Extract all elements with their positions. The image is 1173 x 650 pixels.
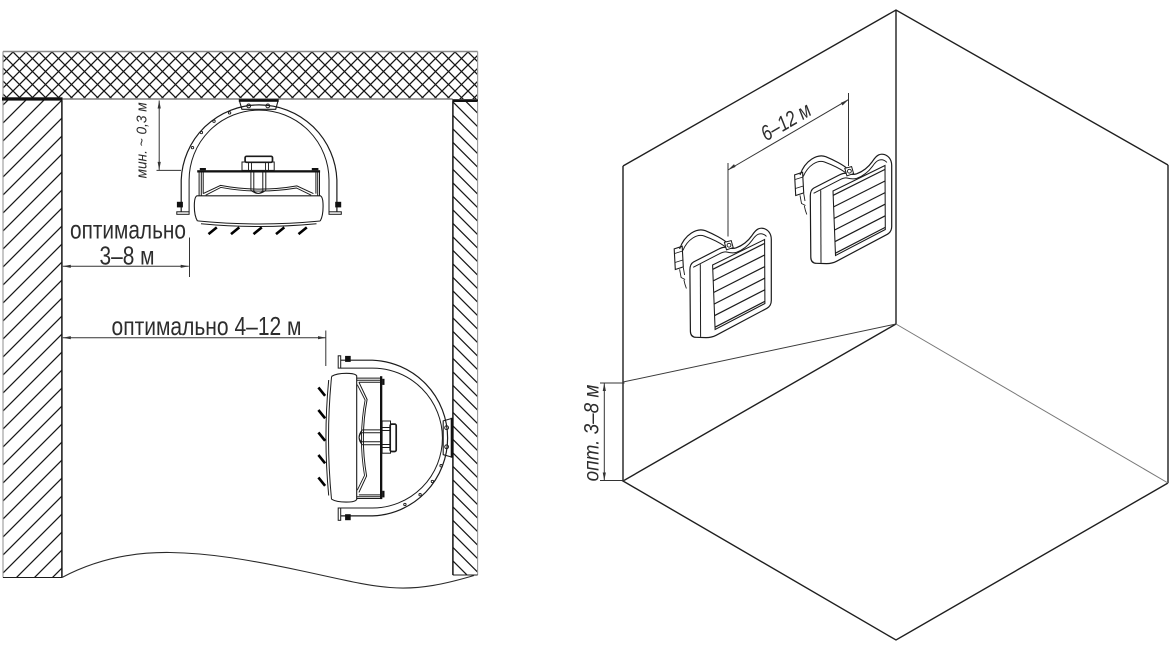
svg-text:мин. ~ 0,3 м: мин. ~ 0,3 м: [134, 102, 151, 178]
svg-text:оптимально 4–12 м: оптимально 4–12 м: [112, 311, 302, 341]
svg-text:6–12 м: 6–12 м: [757, 98, 816, 146]
svg-text:опт. 3–8 м: опт. 3–8 м: [581, 384, 604, 481]
svg-text:3–8 м: 3–8 м: [100, 240, 155, 270]
svg-text:оптимально: оптимально: [70, 215, 186, 245]
